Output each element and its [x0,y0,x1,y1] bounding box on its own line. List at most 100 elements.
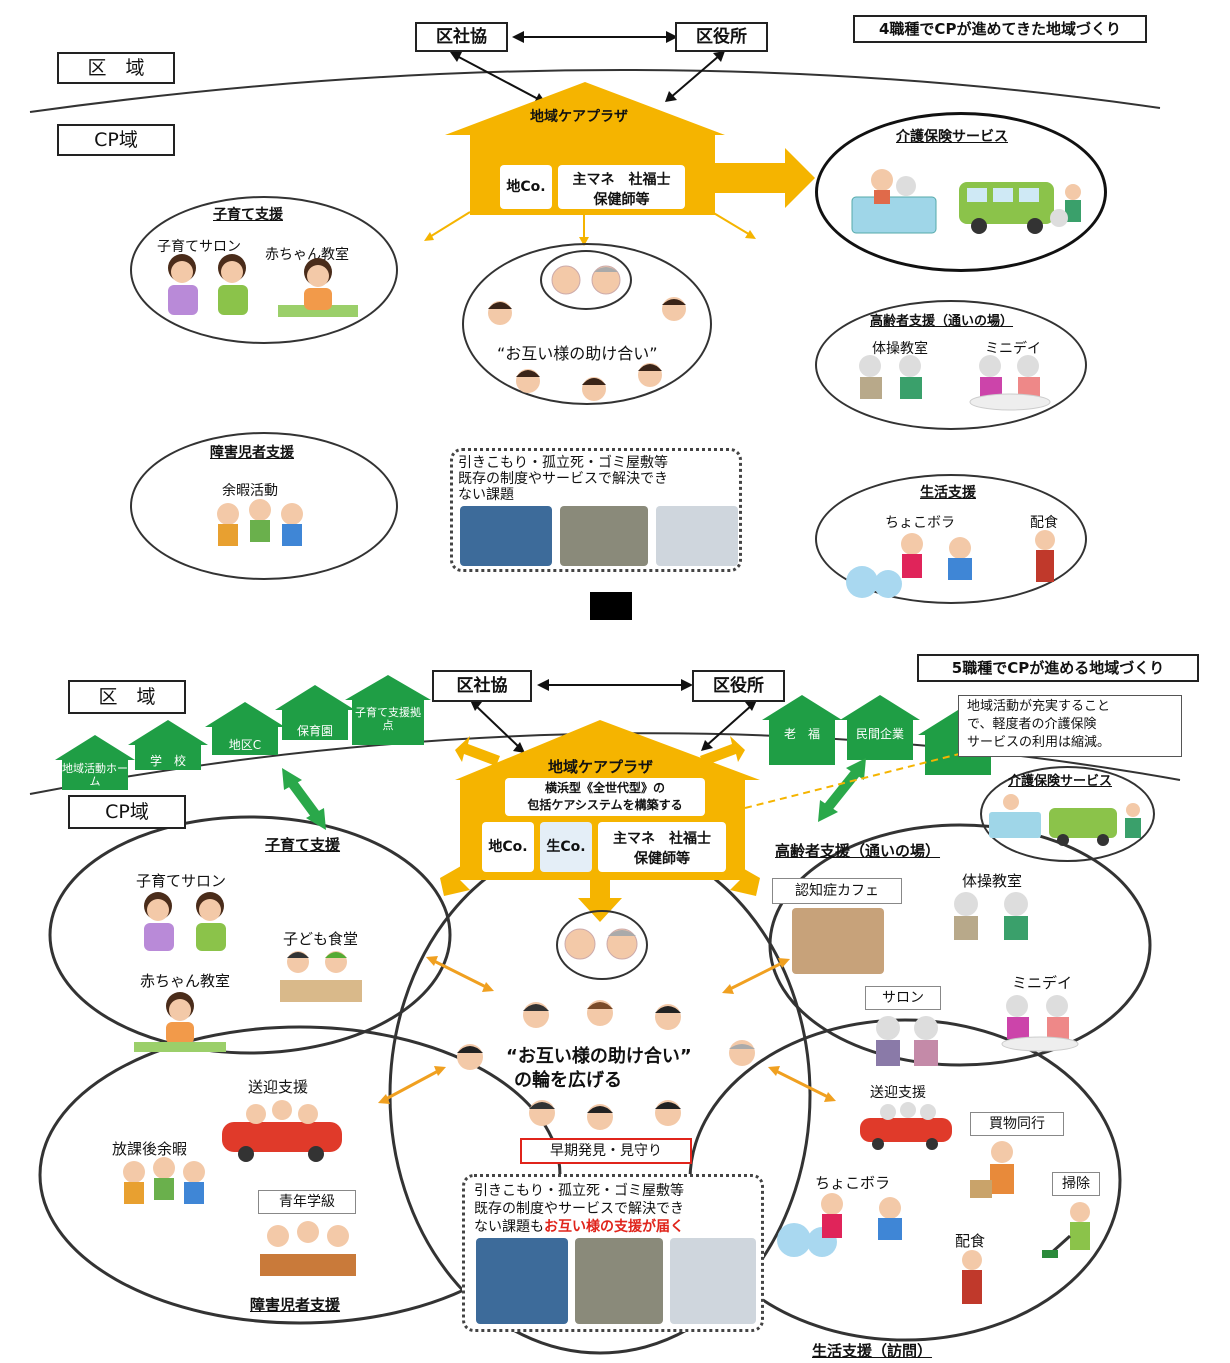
top-koreisha-ellipse [815,300,1087,430]
bottom-seinen-box: 青年学級 [258,1190,356,1214]
bottom-taiso: 体操教室 [962,872,1023,890]
bottom-kaimono-label: 買物同行 [989,1116,1045,1132]
top-bath-illustration [851,169,937,234]
bottom-plaza-sub1: 横浜型《全世代型》の [544,781,665,795]
top-plaza-staff1: 主マネ 社福士 [572,172,671,188]
bottom-soukei-left-illustration [222,1100,342,1162]
house-chiku-c: 地区C [228,738,262,752]
bottom-taiso-illustration [954,892,1028,940]
bottom-issues-photo-lonely [575,1238,663,1324]
bottom-note-line1: 地域活動が充実すること [967,699,1111,714]
house-minkan: 民間企業 [855,727,904,741]
top-plaza-staff: 主マネ 社福士 保健師等 [558,165,685,209]
bottom-plaza-title: 地域ケアプラザ [548,758,654,776]
top-plaza-chico: 地Co. [500,165,552,209]
bottom-note-line2: で、軽度者の介護保険 [967,717,1097,732]
top-plaza-staff2: 保健師等 [593,192,650,208]
top-koreisha-title: 高齢者支援（通いの場） [870,314,1014,329]
top-issues-line2: 既存の制度やサービスで解決でき [458,471,668,487]
bottom-note-line3: サービスの利用は縮減。 [967,735,1111,750]
top-kaigo-title: 介護保険サービス [896,129,1008,145]
bottom-souji-illustration [1042,1202,1090,1258]
top-taiso: 体操教室 [872,341,928,357]
top-issues-photo-trash [656,506,738,566]
bottom-seinen-illustration [260,1221,356,1276]
bottom-mutual-faces [457,1000,755,1130]
bottom-kaimono-illustration [970,1141,1014,1198]
bottom-elder-faces [564,928,638,960]
bottom-kaigo-ellipse [980,766,1155,862]
top-miniday: ミニデイ [985,341,1041,357]
top-chokobora: ちょこボラ [885,515,955,531]
bottom-plaza-sub2: 包括ケアシステムを構築する [527,798,683,812]
bottom-seikatsu-title: 生活支援（訪問） [812,1342,933,1360]
top-kosodate-illustration [168,254,358,317]
bottom-cp-label: CP域 [68,795,186,829]
top-yoka: 余暇活動 [222,483,278,499]
house-hoikuen: 保育園 [296,724,333,738]
top-mutual-help: “お互い様の助け合い” [497,344,658,363]
bottom-shakyo-box: 区社協 [432,670,532,702]
bottom-plaza-vision: 横浜型《全世代型》の 包括ケアシステムを構築する [505,778,705,816]
bottom-plaza-staff: 主マネ 社福士 保健師等 [598,822,726,872]
bottom-issues-line2: 既存の制度やサービスで解決でき [474,1201,684,1217]
bottom-koreisha-title: 高齢者支援（通いの場） [775,842,941,860]
bottom-kaigo-illustration [989,794,1141,846]
bottom-ninchisho-label: 認知症カフェ [795,883,879,899]
bottom-note-box: 地域活動が充実すること で、軽度者の介護保険 サービスの利用は縮減。 [958,695,1182,757]
top-mutual-ellipse [462,243,712,405]
bottom-ward-label: 区 域 [68,680,186,714]
bottom-soukei-right: 送迎支援 [870,1085,926,1101]
bottom-akachan-illustration [134,992,226,1052]
bottom-shogai-title: 障害児者支援 [250,1296,341,1314]
bottom-soukei-right-illustration [860,1102,952,1150]
bottom-chokobora: ちょこボラ [815,1174,891,1192]
bottom-issues-photo-trash [670,1238,756,1324]
bottom-salon-illustration [876,1016,938,1066]
bottom-kosodate-salon-illustration [144,892,226,951]
bottom-kuyakusho-box: 区役所 [692,670,785,702]
bottom-kaimono-box: 買物同行 [970,1112,1064,1136]
bottom-ninchisho-illustration [792,908,884,974]
bottom-issues-line1: 引きこもり・孤立死・ゴミ屋敷等 [474,1183,684,1199]
bottom-heading: 5職種でCPが進める地域づくり [917,654,1199,682]
top-heading: 4職種でCPが進めてきた地域づくり [853,15,1147,43]
bottom-ninchisho-box: 認知症カフェ [772,878,902,904]
top-elder-faces [551,265,621,295]
bottom-kodomo-shokudo: 子ども食堂 [283,930,359,948]
bottom-issues-photo-room [476,1238,568,1324]
bottom-elder-circle [556,910,648,980]
bottom-haishoku-illustration [962,1250,982,1304]
bottom-early-box: 早期発見・見守り [520,1138,692,1164]
top-koreisha-illustration [859,355,1051,411]
bottom-plaza-seico: 生Co. [540,822,592,872]
top-issues-photo-lonely [560,506,648,566]
bottom-souji-label: 掃除 [1062,1176,1090,1192]
bottom-plaza-chico: 地Co. [482,822,534,872]
top-yoka-illustration [217,499,303,546]
bottom-kosodate-salon: 子育てサロン [136,872,227,890]
bottom-salon-label: サロン [882,990,924,1006]
top-seikatsu-title: 生活支援 [920,485,976,501]
bottom-miniday-illustration [1001,995,1079,1052]
bottom-soukei-left: 送迎支援 [248,1078,309,1096]
bottom-plaza-staff2: 保健師等 [634,851,690,867]
top-haishoku: 配食 [1030,515,1058,531]
bottom-issues-line3: ない課題もお互い様の支援が届く [474,1216,684,1236]
bottom-akachan: 赤ちゃん教室 [140,972,231,990]
bottom-mutual-line1: “お互い様の助け合い” [506,1046,692,1067]
top-kaigo-ellipse [815,112,1107,272]
house-gakko: 学 校 [149,754,186,768]
bottom-haishoku: 配食 [955,1232,986,1250]
bottom-kodomo-shokudo-illustration [280,951,362,1002]
top-plaza-title: 地域ケアプラザ [530,109,628,125]
bottom-salon-box: サロン [865,986,941,1010]
top-seikatsu-ellipse [815,474,1087,604]
top-shakyo-box: 区社協 [415,22,508,52]
bottom-chokobora-illustration [777,1193,902,1257]
top-shogai-ellipse [130,432,398,580]
top-issues-line3: ない課題 [458,487,514,503]
house-roufuku: 老 福 [783,727,820,741]
top-akachan: 赤ちゃん教室 [265,247,349,263]
house-kosodate-kyoten-label: 子育て支援拠点 [355,706,421,732]
